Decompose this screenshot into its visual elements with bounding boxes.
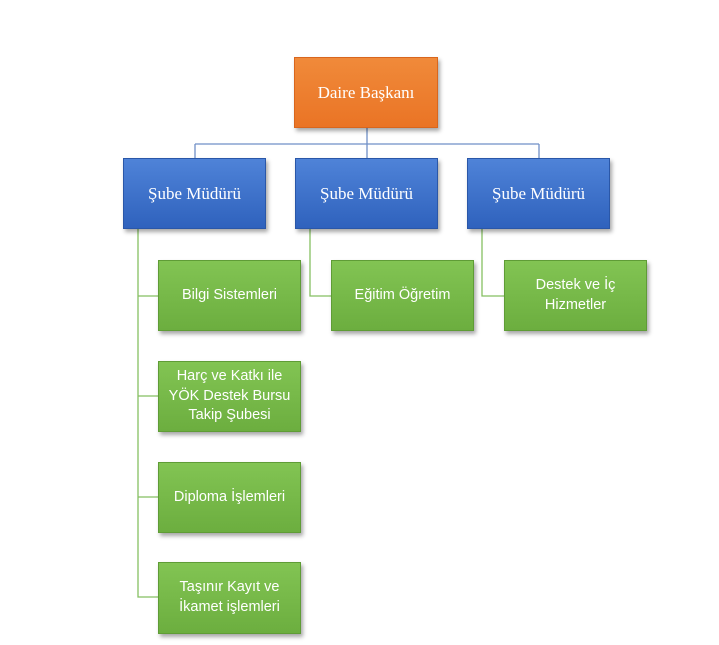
manager-box-2: Şube Müdürü [295, 158, 438, 229]
unit-box: Harç ve Katkı ile YÖK Destek Bursu Takip… [158, 361, 301, 432]
unit-label: Destek ve İç Hizmetler [535, 276, 616, 313]
connector-unit-3-1 [481, 229, 504, 297]
director-label: Daire Başkanı [317, 82, 415, 102]
connector-unit-2-1 [309, 229, 331, 297]
unit-box: Taşınır Kayıt ve İkamet işlemleri [158, 562, 301, 634]
unit-label: Diploma İşlemleri [173, 488, 286, 505]
unit-label: Bilgi Sistemleri [181, 286, 278, 303]
director-box: Daire Başkanı [294, 57, 438, 128]
unit-box: Destek ve İç Hizmetler [504, 260, 647, 331]
unit-box: Bilgi Sistemleri [158, 260, 301, 331]
manager-label: Şube Müdürü [491, 183, 586, 203]
manager-box-3: Şube Müdürü [467, 158, 610, 229]
manager-label: Şube Müdürü [319, 183, 414, 203]
connector-manager-1-trunk [137, 229, 158, 598]
unit-box: Diploma İşlemleri [158, 462, 301, 533]
manager-label: Şube Müdürü [147, 183, 242, 203]
manager-box-1: Şube Müdürü [123, 158, 266, 229]
unit-label: Eğitim Öğretim [354, 286, 451, 303]
unit-label: Harç ve Katkı ile YÖK Destek Bursu Takip… [168, 368, 291, 424]
unit-label: Taşınır Kayıt ve İkamet işlemleri [179, 579, 280, 615]
unit-box: Eğitim Öğretim [331, 260, 474, 331]
